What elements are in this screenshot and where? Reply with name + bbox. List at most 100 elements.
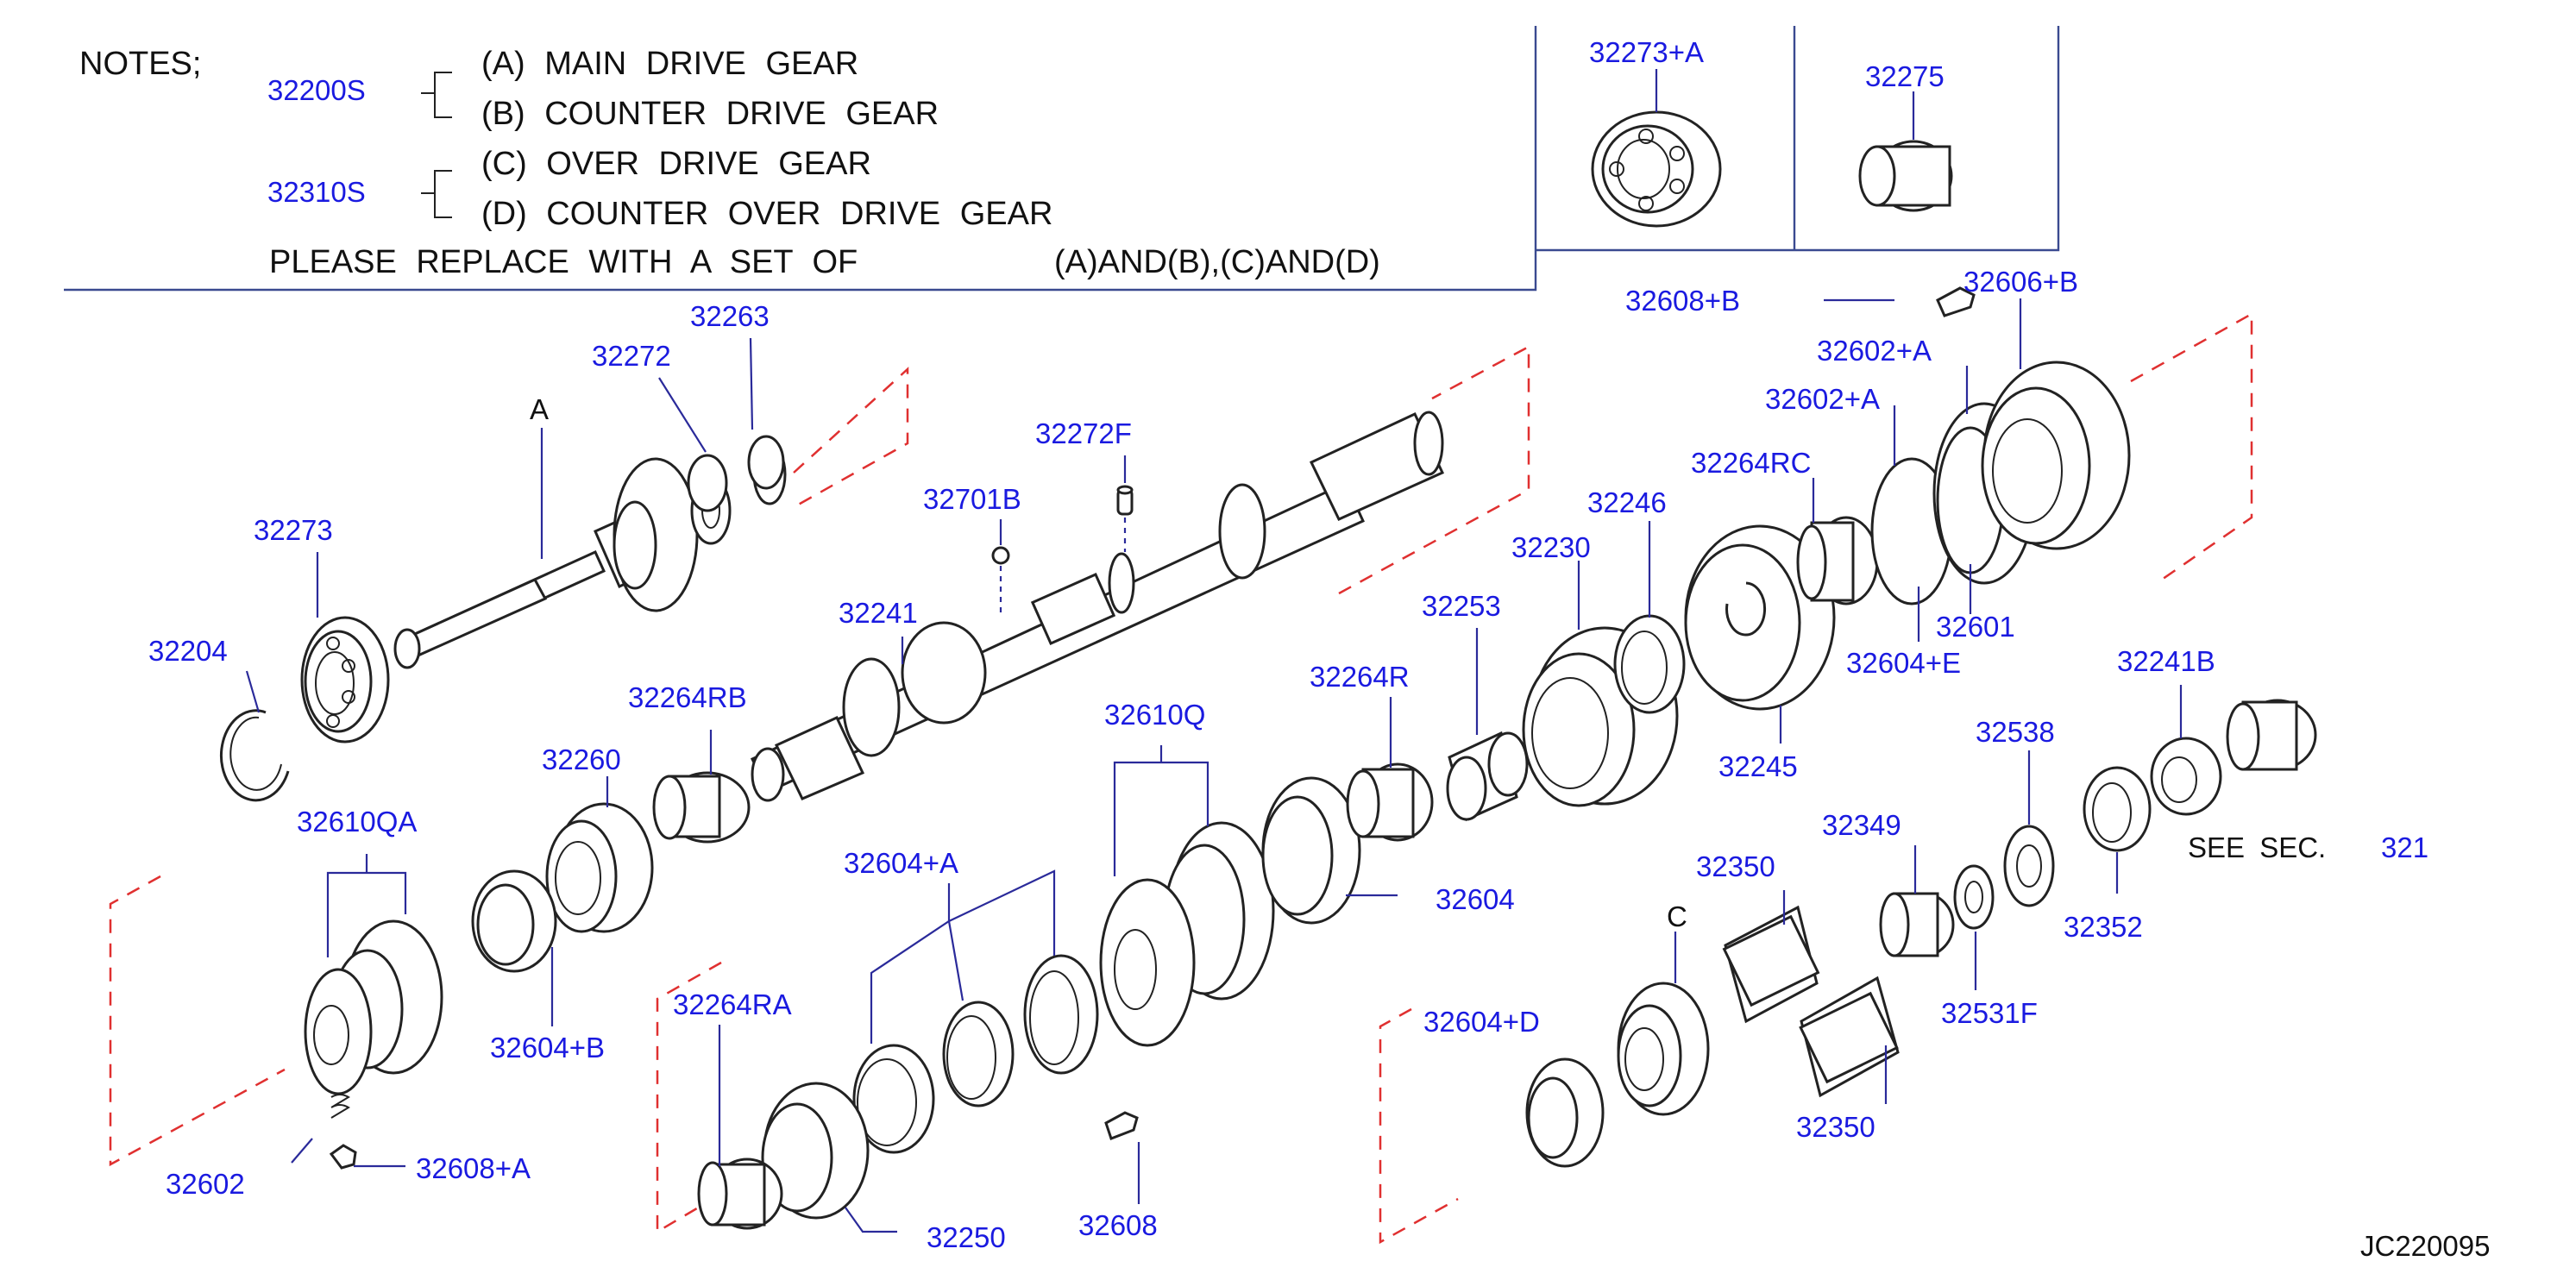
- label-32701B: 32701B: [923, 483, 1021, 515]
- label-32604: 32604: [1436, 883, 1515, 915]
- label-32241B: 32241B: [2117, 645, 2215, 677]
- label-32246: 32246: [1587, 486, 1667, 518]
- mainshaft-32241: [750, 411, 1445, 802]
- inset-bearing-32273A: [1591, 69, 1722, 228]
- part-labels: 32608+B 32606+B 32602+A 32602+A 32263 32…: [148, 266, 2215, 1253]
- synchro-ring-32604B: [471, 869, 557, 1026]
- label-32263: 32263: [690, 300, 770, 332]
- pin-32272F: [1116, 455, 1134, 552]
- label-32604B: 32604+B: [490, 1032, 605, 1064]
- label-32531F: 32531F: [1941, 997, 2038, 1029]
- key-32608: [1104, 1111, 1140, 1204]
- bearing-32264RC: [1796, 478, 1879, 605]
- see-sec-number: 321: [2381, 831, 2428, 863]
- notes-line-c: (C) OVER DRIVE GEAR: [481, 146, 871, 182]
- counter-gear-C: [1617, 932, 1710, 1116]
- label-32604A: 32604+A: [844, 847, 958, 879]
- label-32272F: 32272F: [1035, 417, 1132, 449]
- needle-bearing-32264RA-and-gear-32250: [697, 1025, 897, 1233]
- ring-32246: [1613, 521, 1686, 714]
- label-32250: 32250: [927, 1221, 1006, 1253]
- label-32602: 32602: [166, 1168, 245, 1200]
- nut-32241B: [2150, 685, 2222, 816]
- label-32264RB: 32264RB: [628, 681, 747, 713]
- diagram-code: JC220095: [2360, 1230, 2490, 1262]
- needle-cages-32350: [1722, 890, 1900, 1104]
- label-32275: 32275: [1865, 60, 1945, 92]
- notes-replace-text: PLEASE REPLACE WITH A SET OF: [269, 244, 858, 280]
- main-drive-shaft: [393, 428, 787, 669]
- label-32602A-2: 32602+A: [1765, 383, 1880, 415]
- label-32230: 32230: [1511, 531, 1591, 563]
- gear-32230: [1522, 561, 1679, 807]
- label-32608B: 32608+B: [1625, 285, 1740, 317]
- letter-c: C: [1667, 900, 1687, 932]
- synchro-hub-32610Q: [1099, 745, 1275, 1047]
- label-32538: 32538: [1976, 716, 2055, 748]
- bearing-see-sec: [2226, 699, 2317, 771]
- label-32241: 32241: [839, 597, 918, 629]
- ball-32701B: [991, 519, 1010, 614]
- label-32604D: 32604+D: [1423, 1006, 1540, 1038]
- label-32273: 32273: [254, 514, 333, 546]
- label-32260: 32260: [542, 744, 621, 775]
- notes-bracket-2: [434, 170, 452, 218]
- bushing-32253: [1446, 628, 1529, 822]
- synchro-rings-32604A: [852, 869, 1099, 1154]
- bearing-32273: [300, 552, 390, 744]
- key-32608B: [1824, 286, 1976, 317]
- notes-line-a: (A) MAIN DRIVE GEAR: [481, 46, 858, 82]
- label-32253: 32253: [1422, 590, 1501, 622]
- snap-ring-32204: [220, 670, 290, 802]
- label-32264RC: 32264RC: [1691, 447, 1811, 479]
- label-32350-top: 32350: [1696, 850, 1775, 882]
- label-32352: 32352: [2064, 911, 2143, 943]
- label-32604E: 32604+E: [1846, 647, 1961, 679]
- label-32272: 32272: [592, 340, 671, 372]
- needle-bearing-32272-and-ring-32263: [658, 337, 785, 512]
- thrust-bearing-32538: [2003, 750, 2055, 907]
- label-32264RA: 32264RA: [673, 988, 792, 1020]
- label-32608A: 32608+A: [416, 1152, 531, 1184]
- notes-block: NOTES; 32200S (A) MAIN DRIVE GEAR (B) CO…: [79, 46, 1380, 280]
- needle-bearing-32264RB: [652, 730, 751, 844]
- inset-needle-bearing-32275: [1858, 91, 1953, 212]
- spacer-32349: [1879, 845, 1955, 957]
- notes-bracket-1: [434, 72, 452, 118]
- label-32350-bottom: 32350: [1796, 1111, 1875, 1143]
- synchro-assembly-32602A-32606B: [1870, 298, 2131, 642]
- letter-labels: A C: [530, 393, 1687, 932]
- label-32349: 32349: [1822, 809, 1901, 841]
- see-sec-label: SEE SEC.: [2188, 831, 2326, 863]
- gear-32245: [1684, 524, 1836, 744]
- needle-bearing-32264R: [1346, 697, 1434, 842]
- label-32602A-1: 32602+A: [1817, 335, 1932, 367]
- synchro-ring-32604D: [1525, 1057, 1605, 1168]
- spring-32602-and-key-32608A: [291, 1094, 405, 1170]
- washer-32352: [2083, 766, 2152, 894]
- letter-a: A: [530, 393, 549, 425]
- label-32610QA: 32610QA: [297, 806, 417, 838]
- dashed-boundaries: [109, 311, 2253, 1245]
- label-32606B: 32606+B: [1963, 266, 2078, 298]
- label-32204: 32204: [148, 635, 228, 667]
- label-32601: 32601: [1936, 611, 2015, 643]
- label-32608: 32608: [1078, 1209, 1158, 1241]
- notes-replace-sets: (A)AND(B),(C)AND(D): [1054, 244, 1380, 280]
- notes-group1-code: 32200S: [267, 74, 366, 106]
- synchro-ring-32604: [1261, 776, 1398, 925]
- label-32273A: 32273+A: [1589, 36, 1704, 68]
- washer-32531F: [1953, 864, 1995, 990]
- notes-title: NOTES;: [79, 46, 201, 82]
- notes-line-d: (D) COUNTER OVER DRIVE GEAR: [481, 196, 1052, 232]
- label-32245: 32245: [1718, 750, 1798, 782]
- gear-32260: [545, 776, 654, 933]
- notes-line-b: (B) COUNTER DRIVE GEAR: [481, 96, 939, 132]
- label-32610Q: 32610Q: [1104, 699, 1205, 731]
- notes-frame: [64, 26, 2060, 292]
- synchro-hub-32610QA: [304, 854, 443, 1095]
- inset-labels: 32273+A 32275: [1589, 36, 1945, 92]
- notes-group2-code: 32310S: [267, 176, 366, 208]
- label-32264R: 32264R: [1310, 661, 1410, 693]
